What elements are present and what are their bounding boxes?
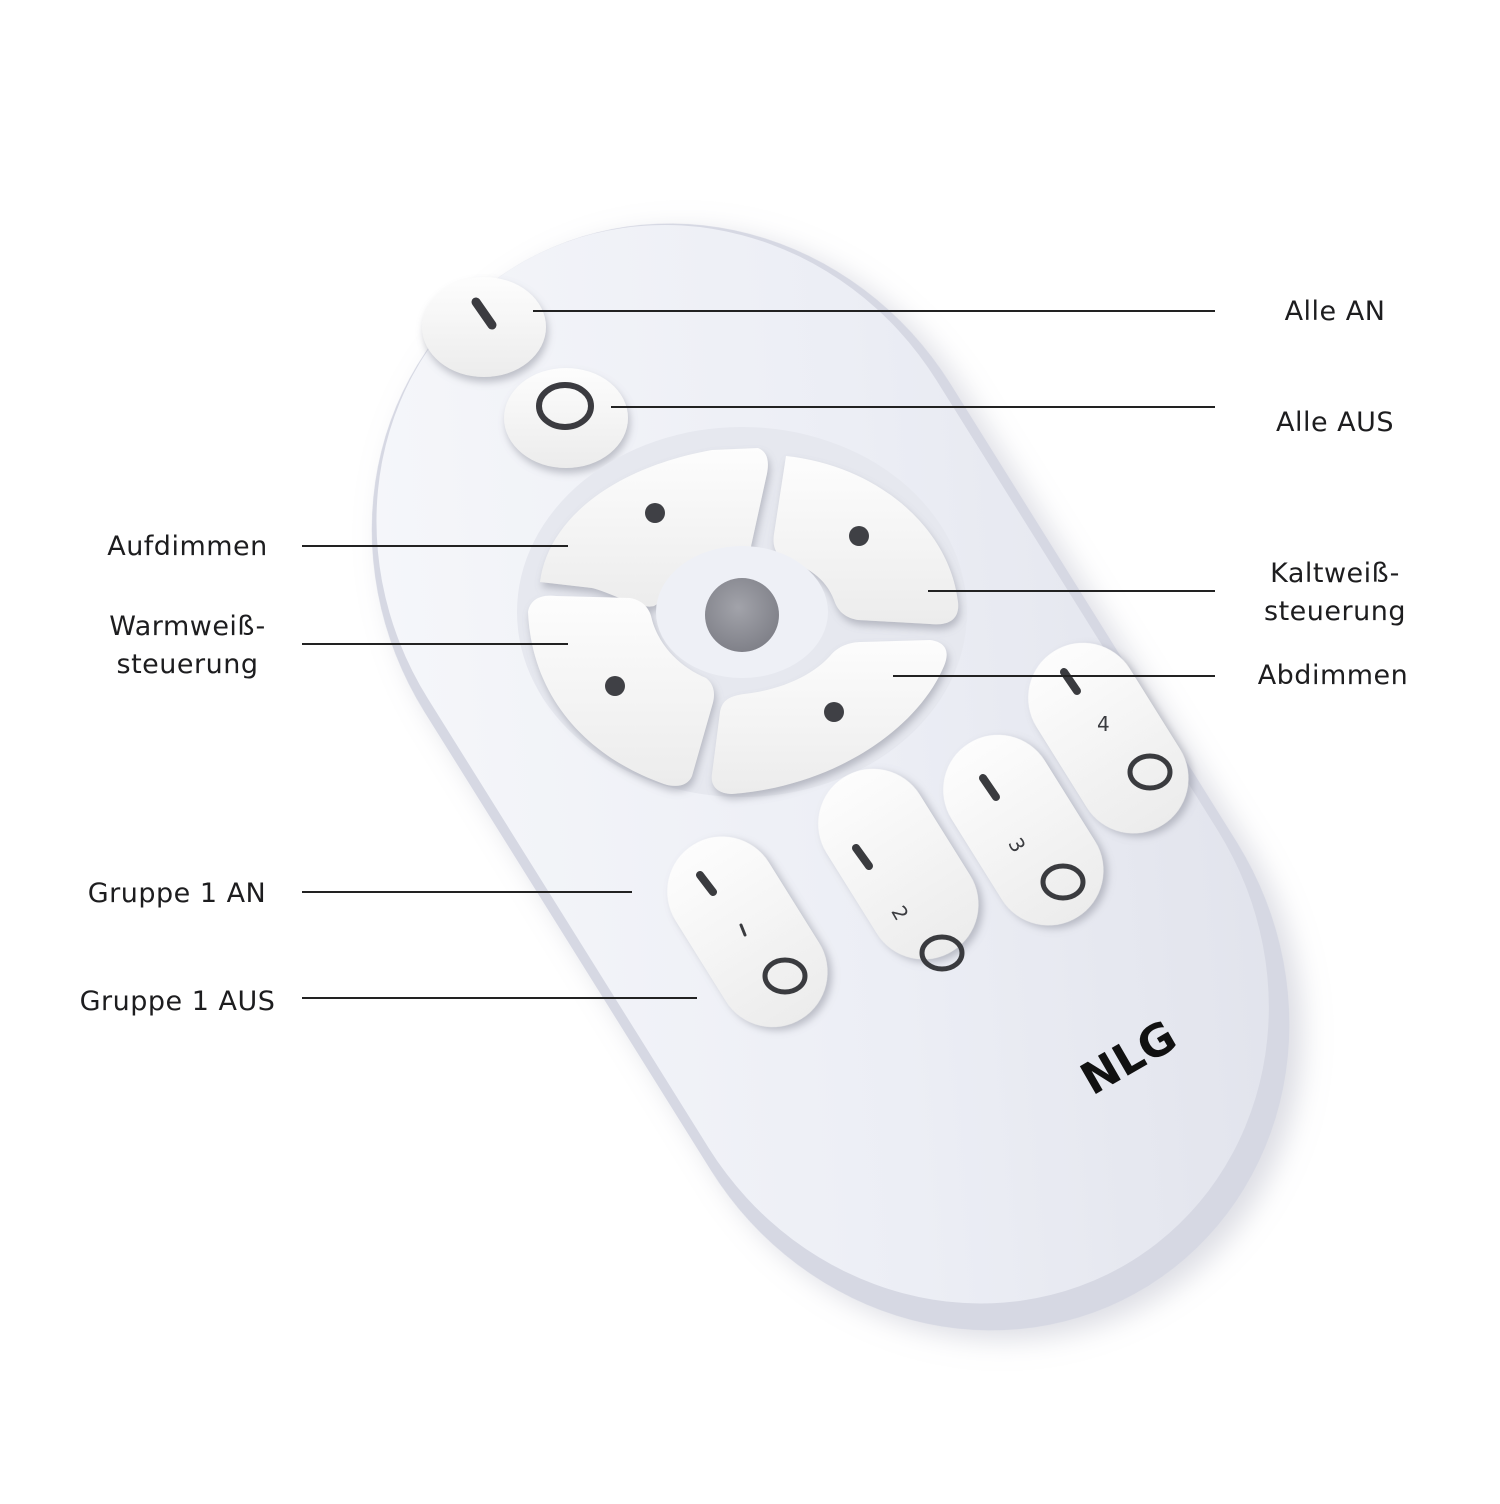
label-text: Gruppe 1 AN — [87, 878, 267, 909]
label-abdimmen: Abdimmen — [1228, 657, 1438, 695]
leader-lines — [302, 310, 1215, 999]
group-2-pill — [818, 768, 979, 960]
label-text: Abdimmen — [1257, 660, 1409, 691]
group-4-off-icon[interactable] — [1127, 753, 1173, 791]
center-sensor — [705, 578, 779, 652]
label-gruppe1-an: Gruppe 1 AN — [62, 875, 292, 913]
group-2-on-icon[interactable] — [852, 844, 873, 870]
aufdimmen-dot-icon — [645, 503, 665, 523]
power-on-icon — [471, 297, 497, 330]
group-1-number-icon — [739, 923, 747, 937]
group-1-off-icon[interactable] — [762, 957, 808, 995]
label-gruppe1-aus: Gruppe 1 AUS — [55, 983, 300, 1021]
label-text: Aufdimmen — [107, 531, 268, 562]
group-3-on-icon[interactable] — [979, 774, 1000, 801]
ring-control — [517, 427, 967, 797]
label-text: Gruppe 1 AUS — [79, 986, 276, 1017]
label-line-2: steuerung — [116, 649, 259, 680]
power-off-icon — [536, 382, 594, 430]
power-off-button[interactable] — [504, 368, 628, 468]
warmweiss-dot-icon — [605, 676, 625, 696]
label-line-1: Kaltweiß- — [1270, 558, 1400, 589]
label-text: Alle AN — [1284, 296, 1386, 327]
label-aufdimmen: Aufdimmen — [85, 528, 290, 566]
group-4-number: 4 — [1097, 712, 1110, 736]
power-on-button[interactable] — [422, 277, 546, 377]
label-alle-aus: Alle AUS — [1245, 404, 1425, 442]
abdimmen-dot-icon — [824, 702, 844, 722]
label-line-2: steuerung — [1264, 596, 1406, 627]
label-alle-an: Alle AN — [1250, 293, 1420, 331]
group-buttons: 2 3 4 — [667, 642, 1189, 1028]
group-3-off-icon[interactable] — [1040, 863, 1086, 901]
label-warmweiss: Warmweiß- steuerung — [85, 608, 290, 684]
group-1-on-icon[interactable] — [696, 871, 717, 896]
label-text: Alle AUS — [1275, 407, 1395, 438]
label-kaltweiss: Kaltweiß- steuerung — [1235, 555, 1435, 631]
group-2-off-icon[interactable] — [919, 934, 965, 972]
kaltweiss-dot-icon — [849, 526, 869, 546]
label-line-1: Warmweiß- — [109, 611, 266, 642]
